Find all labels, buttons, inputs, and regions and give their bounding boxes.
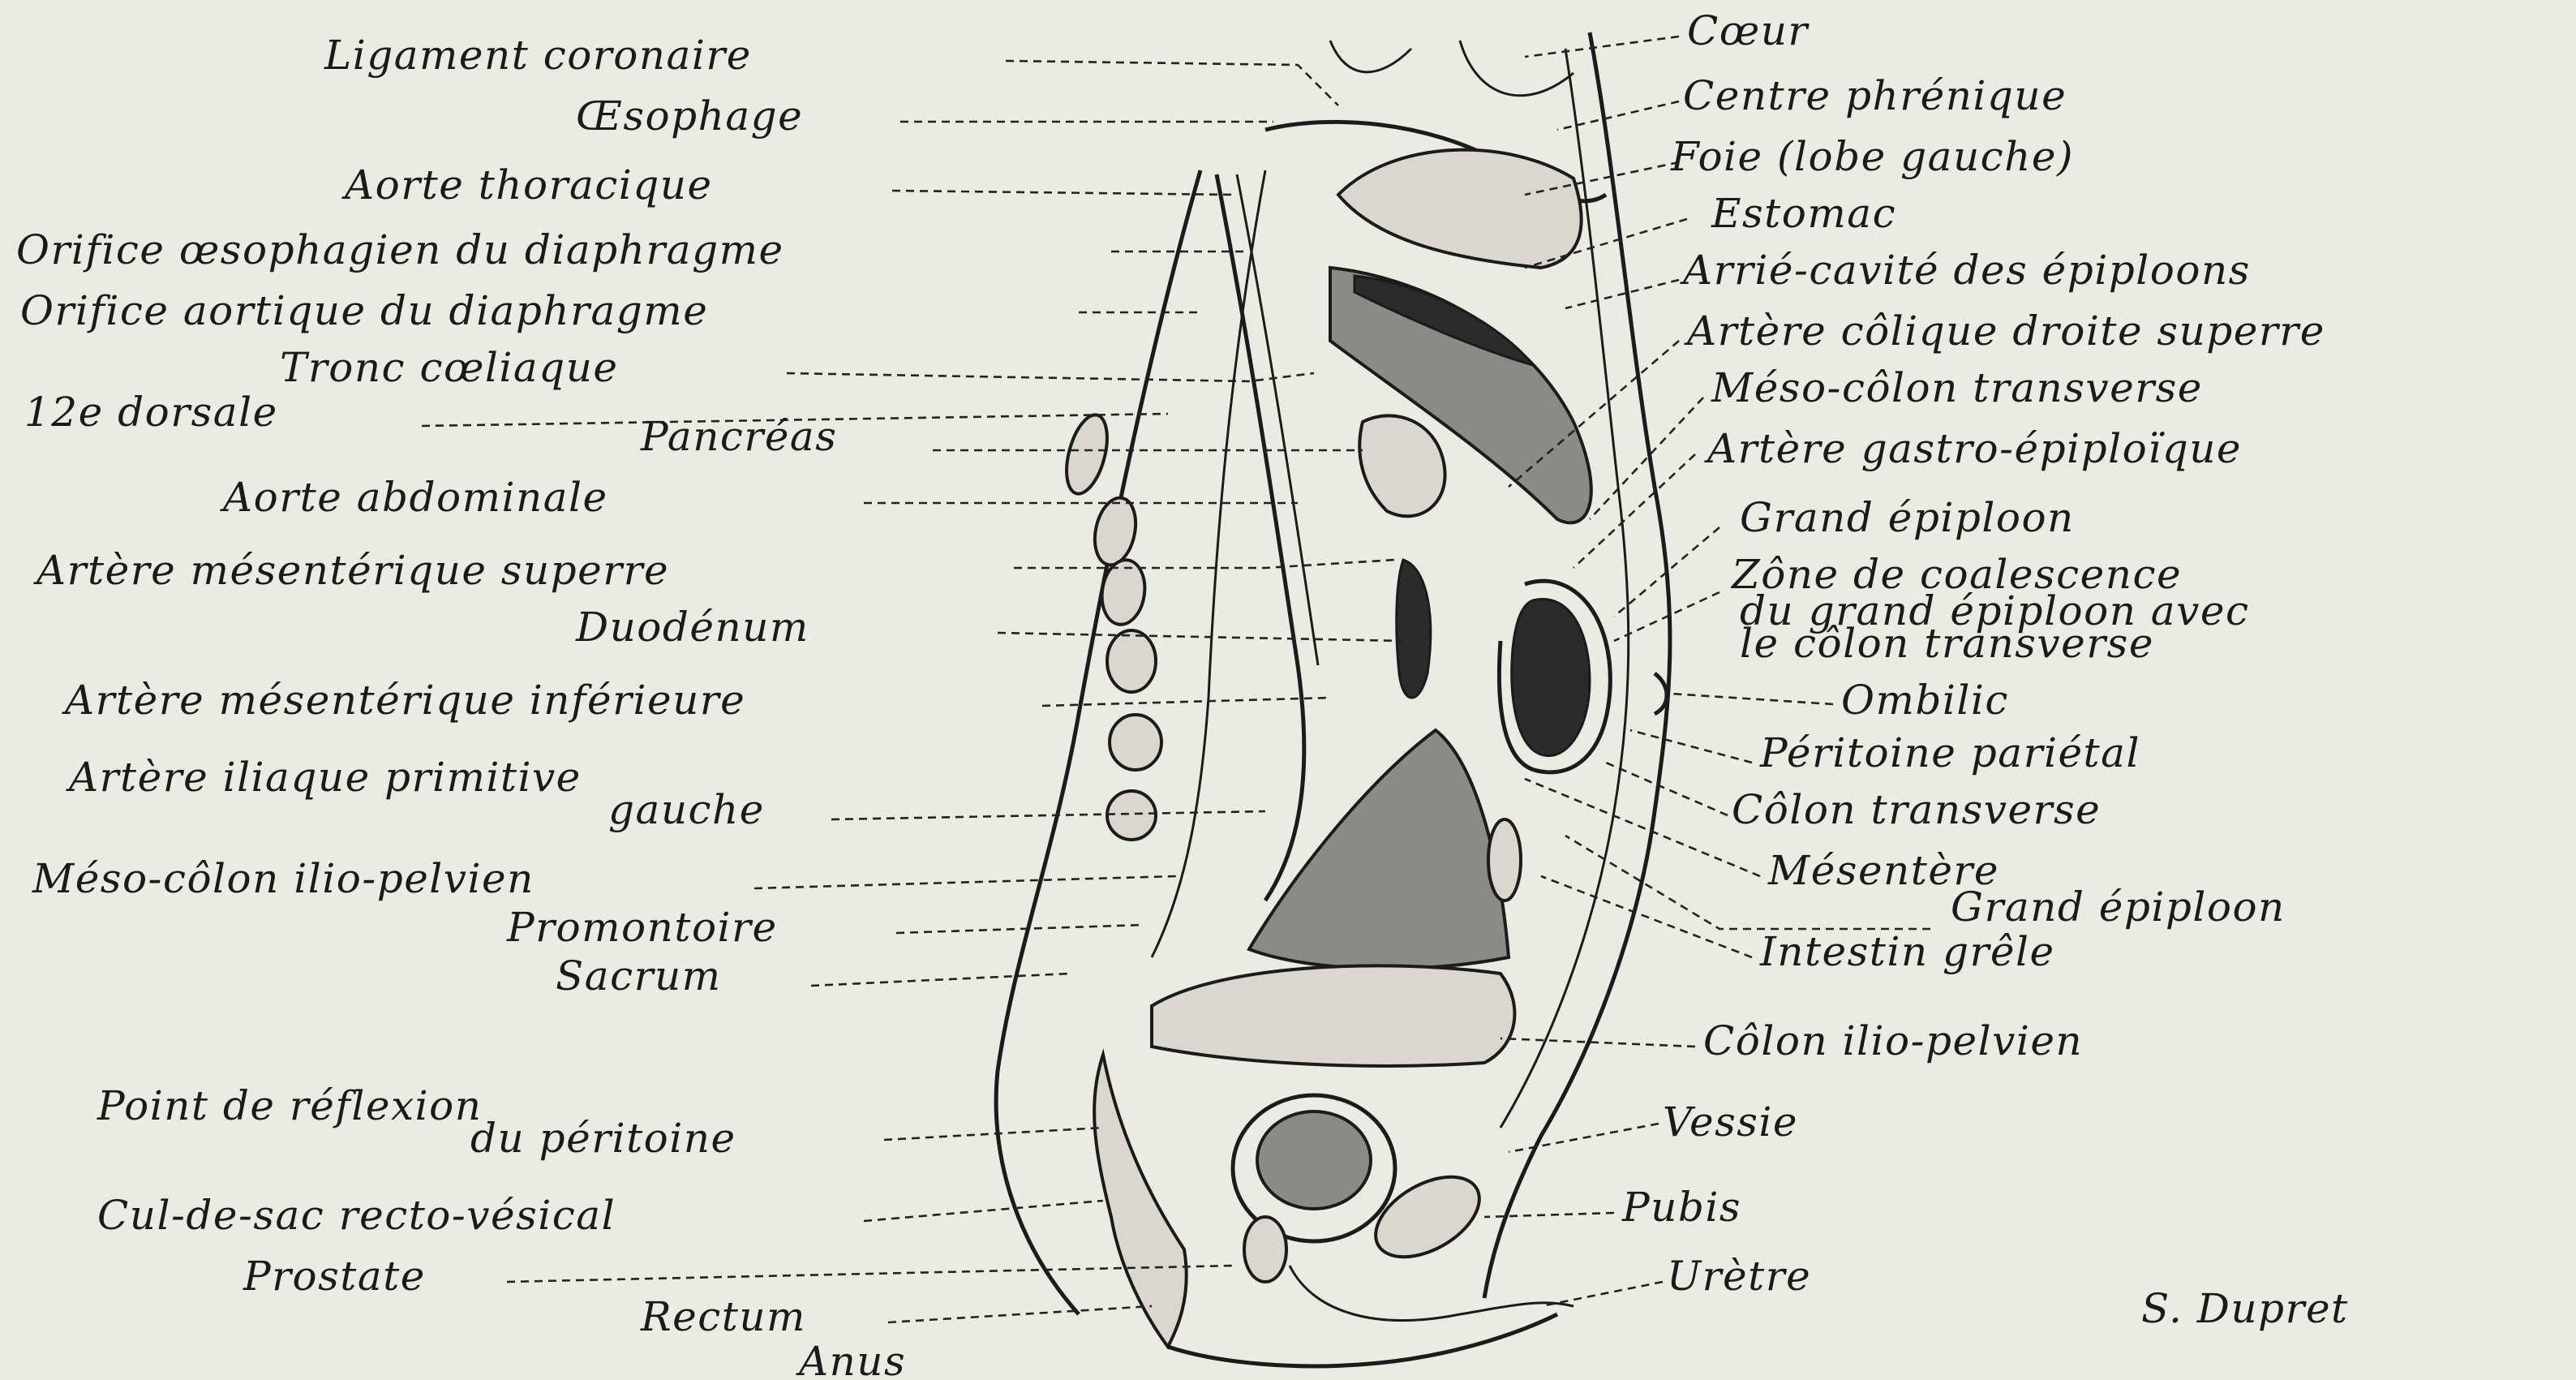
- label-anus: Anus: [796, 1338, 906, 1380]
- label-meso-colon-ilio-pelvien: Méso-côlon ilio-pelvien: [32, 855, 535, 902]
- label-rectum: Rectum: [640, 1293, 806, 1340]
- right-labels: Cœur Centre phrénique Foie (lobe gauche)…: [1621, 7, 2325, 1300]
- vertebral-bodies: [1059, 411, 1161, 840]
- label-foie: Foie (lobe gauche): [1670, 133, 2074, 180]
- label-prostate: Prostate: [243, 1253, 426, 1300]
- label-oesophage: Œsophage: [576, 92, 803, 140]
- label-tronc-coeliaque: Tronc cœliaque: [280, 344, 618, 391]
- transverse-colon-drawing: [1512, 599, 1590, 755]
- left-labels: Ligament coronaire Œsophage Aorte thorac…: [16, 32, 906, 1380]
- perineum-outline: [1168, 1314, 1557, 1366]
- aorta-drawing: [1217, 174, 1304, 901]
- label-artere-mesenterique-inf: Artère mésentérique inférieure: [62, 677, 745, 724]
- label-meso-colon-transverse: Méso-côlon transverse: [1711, 364, 2203, 411]
- label-promontoire: Promontoire: [506, 904, 778, 951]
- label-orifice-aortique: Orifice aortique du diaphragme: [20, 287, 708, 334]
- pancreas-drawing: [1359, 415, 1445, 516]
- label-intestin-grele: Intestin grêle: [1759, 928, 2055, 975]
- label-aorte-thoracique: Aorte thoracique: [341, 161, 713, 209]
- label-artere-colique-droite: Artère côlique droite superre: [1684, 307, 2325, 355]
- heart-base: [1330, 41, 1574, 96]
- label-cul-de-sac-recto-vesical: Cul-de-sac recto-vésical: [97, 1192, 616, 1239]
- label-pubis: Pubis: [1621, 1184, 1741, 1231]
- aorta-drawing-inner: [1237, 174, 1318, 665]
- umbilicus-drawing: [1655, 673, 1667, 714]
- urethra-drawing: [1290, 1266, 1574, 1321]
- signature: S. Dupret: [2141, 1285, 2349, 1332]
- label-duodenum: Duodénum: [575, 604, 809, 651]
- label-peritoine-parietal: Péritoine pariétal: [1759, 729, 2140, 776]
- label-artere-mesenterique-sup: Artère mésentérique superre: [33, 547, 669, 594]
- label-12e-dorsale: 12e dorsale: [24, 389, 278, 436]
- label-pancreas: Pancréas: [640, 413, 837, 460]
- label-grand-epiploon-2: Grand épiploon: [1951, 883, 2286, 931]
- prostate-drawing: [1244, 1217, 1286, 1282]
- label-le-colon-transverse: le côlon transverse: [1740, 620, 2154, 667]
- label-gauche: gauche: [608, 786, 765, 833]
- bladder-drawing: [1257, 1111, 1371, 1209]
- label-orifice-oesophagien: Orifice œsophagien du diaphragme: [16, 226, 784, 273]
- label-colon-ilio-pelvien: Côlon ilio-pelvien: [1703, 1017, 2083, 1064]
- rectum-drawing: [1094, 1055, 1187, 1347]
- label-point-de-reflexion: Point de réflexion: [97, 1082, 482, 1129]
- label-artere-iliaque-primitive: Artère iliaque primitive: [66, 754, 582, 801]
- label-uretre: Urètre: [1667, 1253, 1811, 1300]
- label-vessie: Vessie: [1663, 1098, 1798, 1146]
- liver-drawing: [1338, 150, 1582, 268]
- anatomy-drawing: [996, 32, 1670, 1366]
- label-artere-gastro-epiploique: Artère gastro-épiploïque: [1704, 425, 2242, 472]
- label-grand-epiploon-1: Grand épiploon: [1740, 494, 2075, 541]
- label-sacrum: Sacrum: [556, 952, 722, 1000]
- pubis-drawing: [1362, 1160, 1492, 1273]
- label-aorte-abdominale: Aorte abdominale: [220, 474, 608, 521]
- label-centre-phrenique: Centre phrénique: [1683, 72, 2067, 119]
- label-coeur: Cœur: [1687, 7, 1810, 54]
- small-intestine-loop: [1488, 819, 1521, 901]
- label-arriere-cavite: Arrié-cavité des épiploons: [1680, 247, 2251, 294]
- label-du-peritoine: du péritoine: [470, 1115, 736, 1162]
- label-ligament-coronaire: Ligament coronaire: [324, 32, 752, 79]
- duodenum-drawing: [1397, 560, 1431, 698]
- label-colon-transverse: Côlon transverse: [1732, 786, 2101, 833]
- sigmoid-colon-drawing: [1152, 965, 1514, 1066]
- label-ombilic: Ombilic: [1841, 677, 2009, 724]
- label-estomac: Estomac: [1711, 190, 1896, 237]
